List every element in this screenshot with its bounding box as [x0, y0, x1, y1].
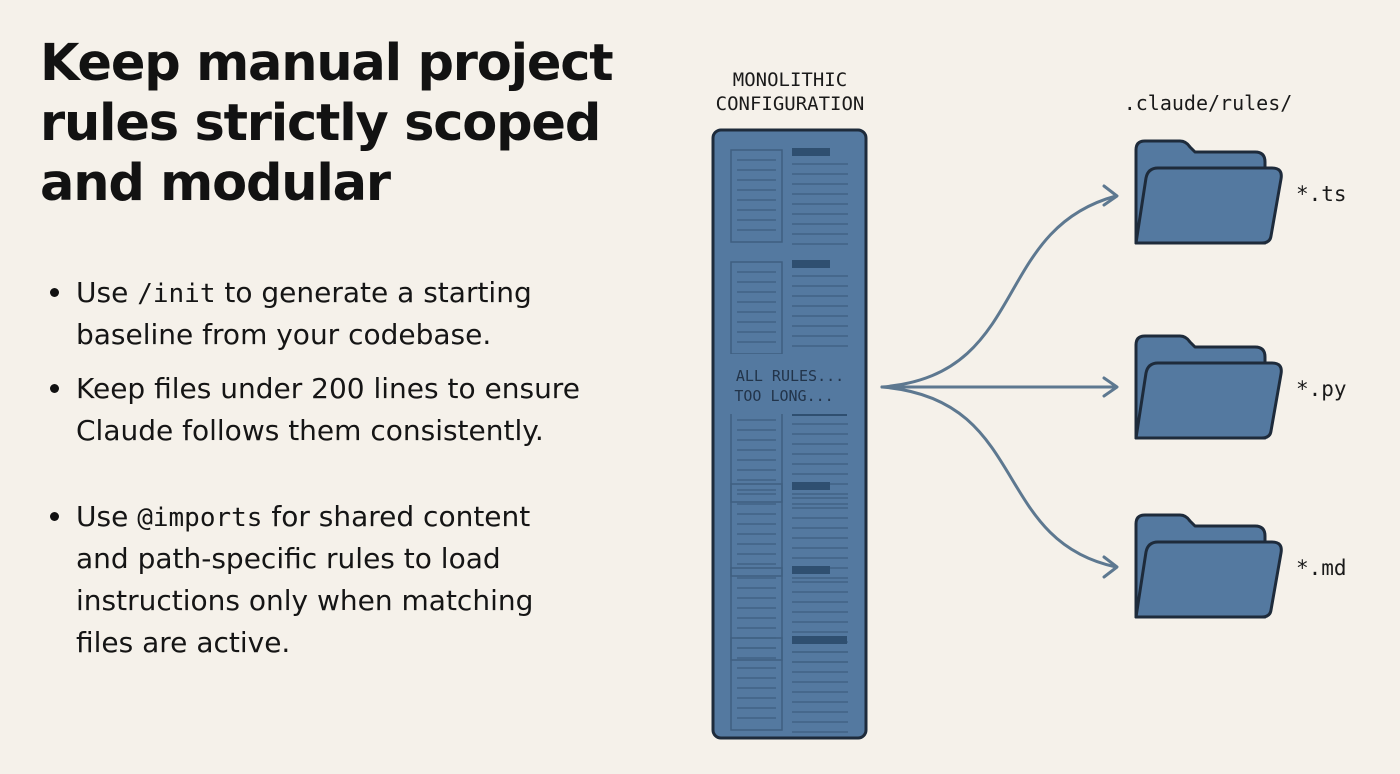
bullet-line: Use @imports for shared content [76, 496, 530, 539]
arrow-to-ts [880, 194, 1118, 389]
doc-heading-bar [792, 636, 847, 644]
title-line: Keep manual project [40, 34, 614, 93]
bullet-dot [50, 288, 59, 297]
doc-heading-bar [792, 566, 830, 574]
folder-icon [1134, 334, 1283, 440]
title-line: rules strictly scoped [40, 94, 601, 153]
bullet-text: instructions only when matching [76, 584, 534, 617]
target-label-py: *.py [1296, 377, 1347, 401]
bullet-line: Use /init to generate a starting [76, 272, 532, 315]
bullet-dot [50, 384, 59, 393]
bullet-text: Keep files under 200 lines to ensure [76, 372, 580, 405]
bullet-line: Claude follows them consistently. [76, 410, 544, 452]
bullet-dot [50, 512, 59, 521]
document-lines [730, 148, 848, 733]
bullet-text: files are active. [76, 626, 291, 659]
doc-box [730, 637, 783, 731]
arrows [880, 184, 1119, 579]
source-overlay-line: TOO LONG... [734, 387, 833, 405]
source-label-line: MONOLITHIC [733, 69, 847, 91]
doc-box [730, 483, 783, 577]
folder-icon [1134, 513, 1283, 619]
monolithic-document-icon [711, 128, 868, 740]
target-label-md: *.md [1296, 556, 1347, 580]
target-dir-label: .claude/rules/ [1124, 91, 1293, 115]
bullet-text: Claude follows them consistently. [76, 414, 544, 447]
doc-heading-bar [792, 482, 830, 490]
source-label-line: CONFIGURATION [716, 93, 865, 115]
doc-heading-bar [792, 260, 830, 268]
target-label-ts: *.ts [1296, 182, 1347, 206]
arrowhead-icon [1102, 555, 1119, 579]
folder-icon [1134, 139, 1283, 245]
bullet-text: to generate a starting [215, 276, 532, 309]
arrow-to-md [880, 385, 1118, 569]
bullet-text: and path-specific rules to load [76, 542, 501, 575]
source-overlay-line: ALL RULES... [736, 367, 844, 385]
doc-heading-bar [792, 148, 830, 156]
bullet-code: @imports [137, 503, 263, 533]
bullet-text: for shared content [262, 500, 531, 533]
bullet-code: /init [137, 279, 216, 309]
arrowhead-icon [1102, 376, 1119, 398]
arrowhead-icon [1102, 184, 1119, 207]
doc-box [730, 149, 783, 243]
slide-title: Keep manual project rules strictly scope… [40, 34, 640, 214]
bullet-line: and path-specific rules to load [76, 538, 501, 580]
bullet-text: Use [76, 276, 138, 309]
bullet-text: baseline from your codebase. [76, 318, 492, 351]
bullet-text: Use [76, 500, 138, 533]
bullet-line: baseline from your codebase. [76, 314, 491, 356]
bullet-line: Keep files under 200 lines to ensure [76, 368, 580, 410]
doc-box [730, 567, 783, 661]
bullet-line: instructions only when matching [76, 580, 533, 622]
title-line: and modular [40, 154, 391, 213]
bullet-line: files are active. [76, 622, 290, 664]
